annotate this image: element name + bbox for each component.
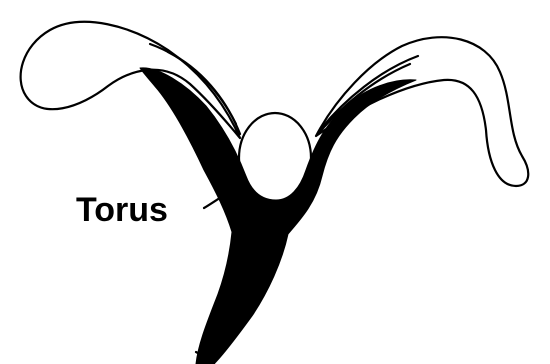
torus-label: Torus <box>76 191 168 229</box>
